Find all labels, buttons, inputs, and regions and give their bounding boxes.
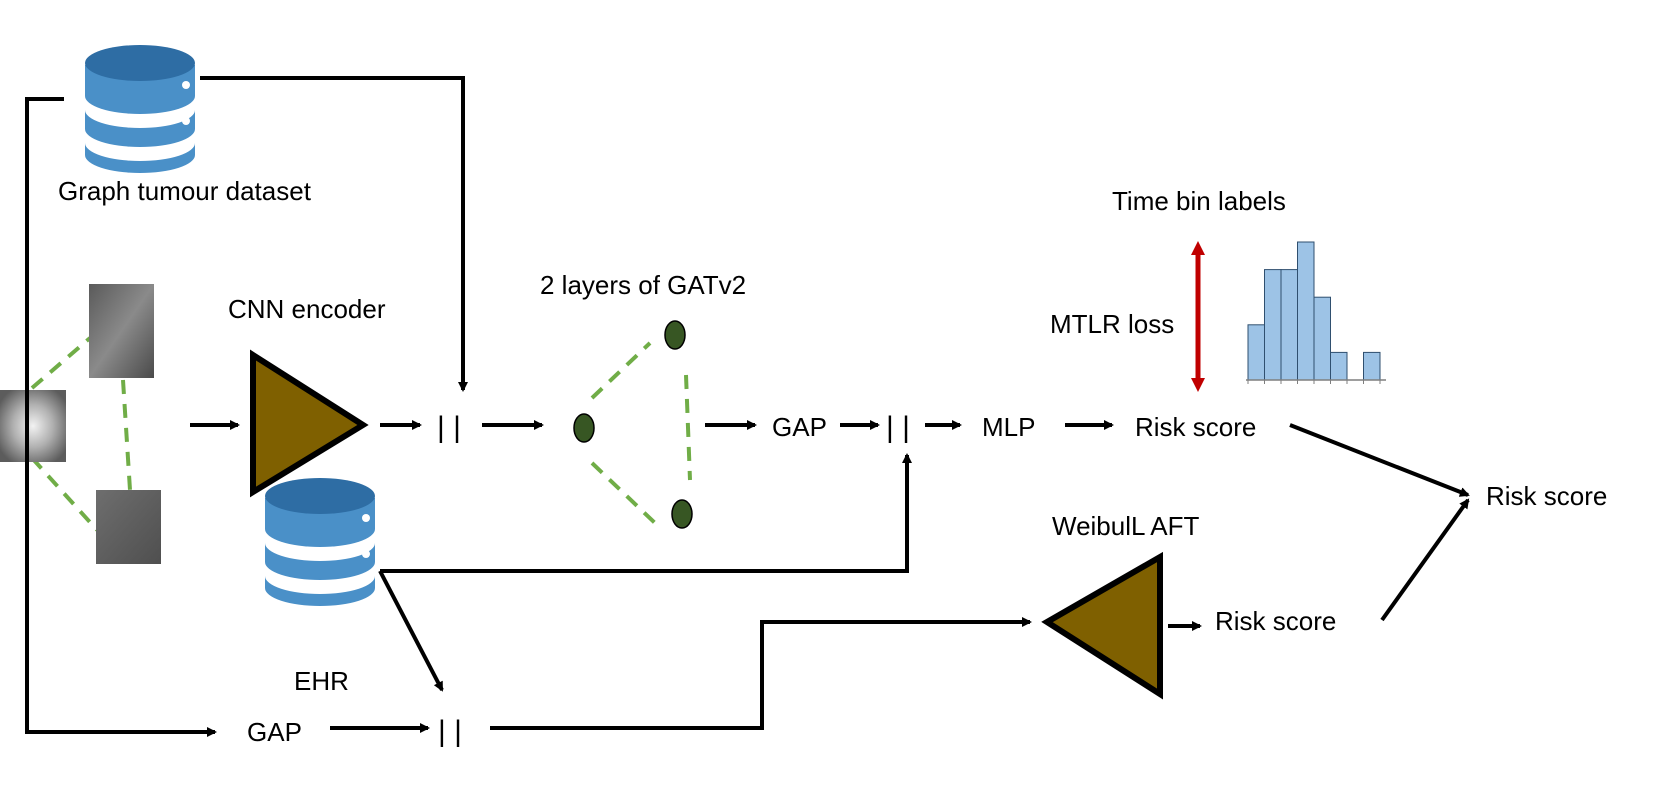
histogram-bar — [1247, 324, 1265, 381]
gat-graph — [573, 320, 693, 529]
database-icon — [85, 45, 195, 173]
histogram-bar — [1313, 296, 1331, 381]
graph-edge — [590, 341, 652, 400]
graph-edge — [590, 461, 657, 525]
gat-node — [664, 320, 686, 350]
risk-score-mlp-label: Risk score — [1135, 412, 1256, 442]
gap-bottom-label: GAP — [247, 717, 302, 747]
ehr-to-concat-arrow — [378, 570, 444, 692]
time-bin-histogram — [1246, 241, 1386, 384]
graph-edge — [121, 379, 132, 491]
concat-symbol: | | — [886, 411, 910, 444]
combine-arrow — [1380, 498, 1470, 622]
histogram-bar — [1280, 269, 1298, 381]
cnn-encoder-icon — [250, 349, 369, 498]
weibull-aft-icon — [1041, 551, 1163, 700]
risk-score-weibull-label: Risk score — [1215, 606, 1336, 636]
gat-node — [573, 413, 595, 443]
weibull-aft-label: WeibulL AFT — [1052, 511, 1200, 541]
time-bin-labels-label: Time bin labels — [1112, 186, 1286, 216]
tumour-patch-image — [96, 490, 161, 564]
tumour-patch-image — [89, 284, 154, 378]
histogram-bar — [1363, 351, 1381, 381]
dataset-to-concat-arrow — [200, 76, 468, 392]
concat-to-weibull-arrow — [490, 617, 1032, 730]
gat-node — [671, 499, 693, 529]
mlp-label: MLP — [982, 412, 1035, 442]
graph-dataset-label: Graph tumour dataset — [58, 176, 312, 206]
graph-edge — [30, 456, 99, 532]
ehr-label: EHR — [294, 666, 349, 696]
histogram-bar — [1297, 241, 1315, 381]
histogram-bar — [1330, 351, 1348, 381]
combine-arrow — [1289, 423, 1470, 497]
graph-edge — [30, 336, 92, 390]
risk-score-final-label: Risk score — [1486, 481, 1607, 511]
cnn-encoder-label: CNN encoder — [228, 294, 386, 324]
tumour-patch-graph — [0, 284, 161, 564]
gat-layers-label: 2 layers of GATv2 — [540, 270, 746, 300]
histogram-bar — [1264, 269, 1282, 381]
dataset-to-gap-arrow — [25, 97, 217, 737]
tumour-patch-image — [0, 390, 66, 462]
mtlr-loss-label: MTLR loss — [1050, 309, 1174, 339]
ehr-to-concat-arrow — [380, 453, 912, 573]
concat-symbol: | | — [437, 411, 461, 444]
graph-edge — [684, 374, 692, 481]
database-icon — [265, 478, 375, 606]
concat-symbol: | | — [438, 715, 462, 748]
gap-top-label: GAP — [772, 412, 827, 442]
